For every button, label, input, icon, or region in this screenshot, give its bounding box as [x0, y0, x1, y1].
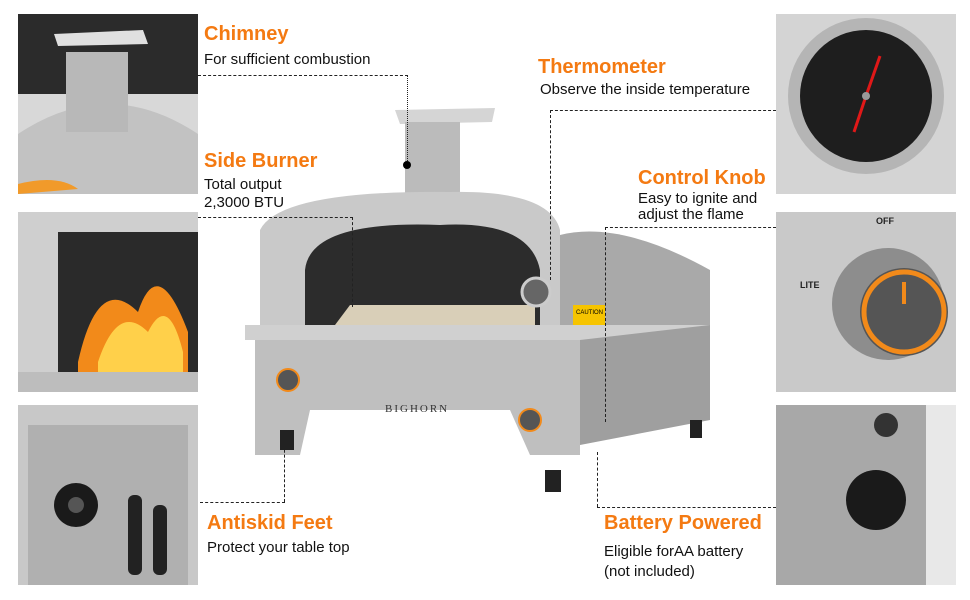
chimney-marker — [403, 161, 411, 169]
chimney-photo — [18, 14, 198, 194]
thermometer-title: Thermometer — [538, 56, 666, 78]
chimney-title: Chimney — [204, 23, 289, 45]
control-knob-desc-2: adjust the flame — [638, 206, 744, 223]
antiskid-title: Antiskid Feet — [207, 512, 333, 534]
knob-leader — [605, 227, 776, 228]
thermometer-desc: Observe the inside temperature — [540, 81, 751, 98]
thermometer-photo — [776, 14, 956, 194]
burner-leader — [198, 217, 353, 218]
chimney-desc: For sufficient combustion — [204, 51, 371, 68]
pizza-oven-image: CAUTION BIGHORN — [240, 100, 730, 500]
burner-leader-v — [352, 217, 353, 307]
burner-photo — [18, 212, 198, 392]
caution-label: CAUTION — [576, 310, 603, 316]
brand-logo: BIGHORN — [385, 403, 449, 415]
feet-photo — [18, 405, 198, 585]
thermo-leader — [550, 110, 776, 111]
battery-leader — [597, 507, 776, 508]
battery-title: Battery Powered — [604, 512, 762, 534]
side-burner-desc-1: Total output — [204, 176, 282, 193]
battery-leader-v — [597, 452, 598, 507]
chimney-leader-v — [407, 75, 408, 165]
battery-desc-2: (not included) — [604, 563, 695, 580]
svg-text:OFF: OFF — [876, 216, 894, 226]
feet-leader-v — [284, 430, 285, 502]
thermo-leader-v — [550, 110, 551, 280]
knob-leader-v — [605, 227, 606, 422]
side-burner-desc-2: 2,3000 BTU — [204, 194, 285, 211]
battery-desc-1: Eligible forAA battery — [604, 543, 744, 560]
side-burner-title: Side Burner — [204, 150, 318, 172]
feet-leader — [200, 502, 285, 503]
svg-text:LITE: LITE — [800, 280, 820, 290]
knob-photo: OFF LITE — [776, 212, 956, 392]
battery-photo — [776, 405, 956, 585]
control-knob-title: Control Knob — [638, 167, 766, 189]
chimney-leader — [198, 75, 408, 76]
control-knob-desc-1: Easy to ignite and — [638, 190, 758, 207]
antiskid-desc: Protect your table top — [207, 539, 350, 556]
